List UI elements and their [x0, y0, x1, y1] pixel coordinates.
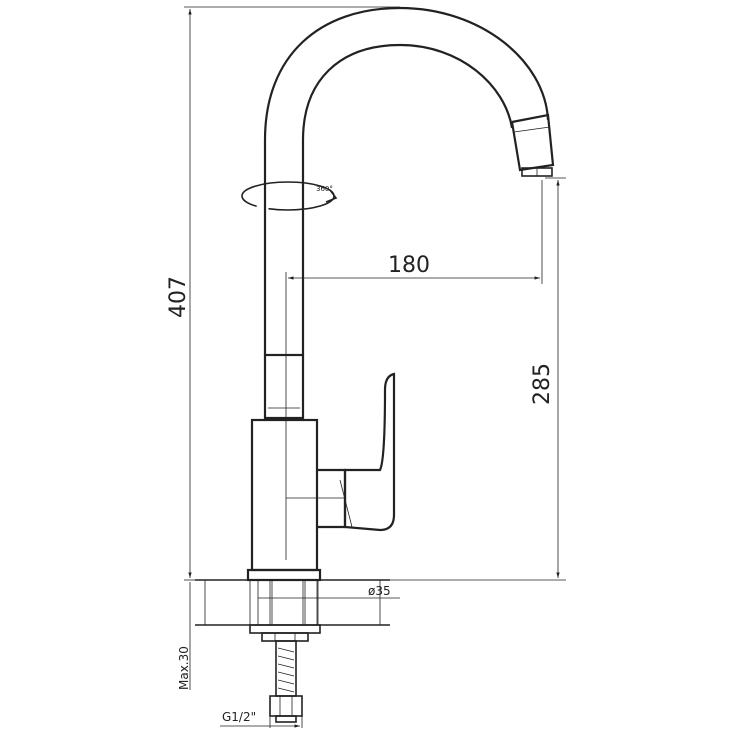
countertop — [195, 579, 390, 626]
total-height-label: 407 — [166, 276, 191, 318]
neck-collar — [263, 353, 305, 420]
hole-diameter-label: ø35 — [368, 584, 391, 598]
spout — [263, 6, 555, 355]
rotation-label: 360° — [316, 185, 333, 193]
max-thickness-label: Max.30 — [177, 646, 191, 690]
spout-height-label: 285 — [530, 363, 555, 405]
dimension-reach: 180 — [288, 180, 543, 284]
dimension-spout-height: 285 — [385, 177, 566, 581]
dimension-total-height: 407 — [166, 6, 400, 581]
dimension-connection: G1/2" — [220, 705, 303, 728]
faucet-body — [246, 272, 396, 582]
dimension-hole-diameter: ø35 — [258, 584, 400, 599]
mounting-fittings — [249, 624, 321, 723]
connection-label: G1/2" — [222, 710, 256, 724]
rotation-360-icon: 360° — [241, 181, 338, 211]
reach-label: 180 — [388, 253, 430, 278]
dimension-max-thickness: Max.30 — [177, 582, 191, 690]
